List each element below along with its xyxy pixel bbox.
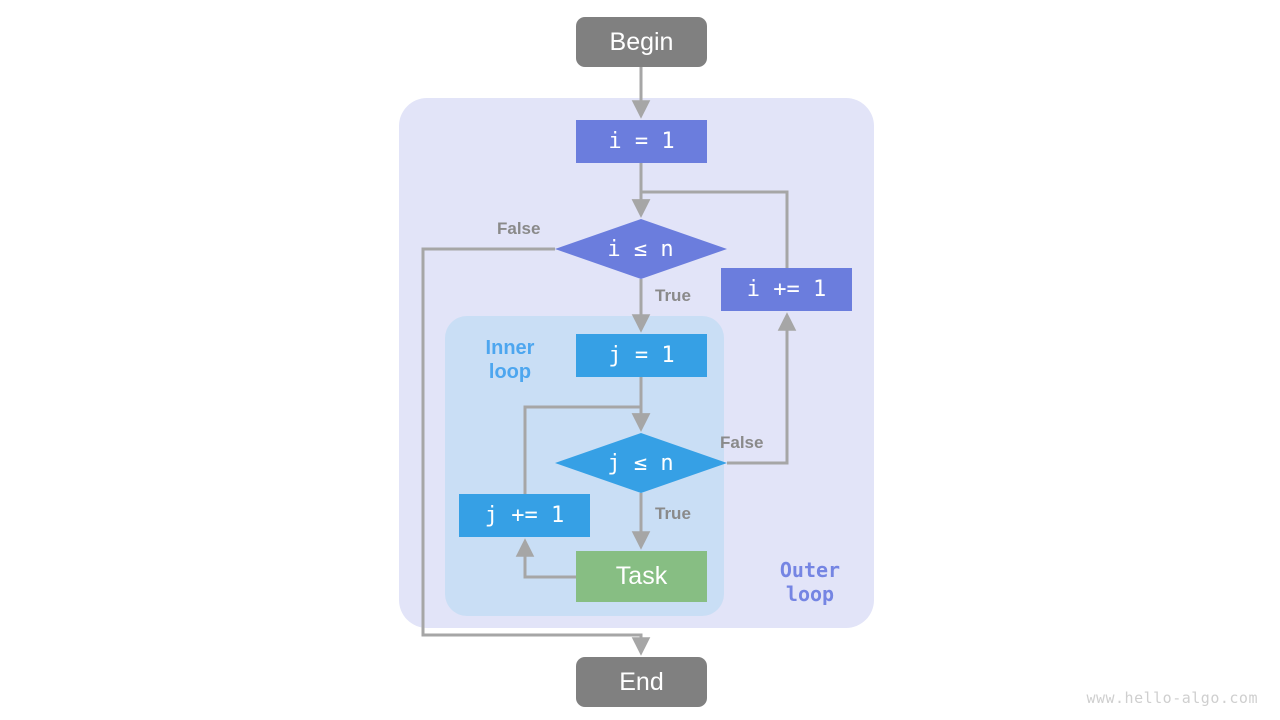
edge-label-j-true: True <box>655 504 691 523</box>
edge-label-i-false: False <box>497 219 541 238</box>
j-cond-node-shape[interactable] <box>555 433 727 493</box>
i-cond-node-shape[interactable] <box>555 219 727 279</box>
edge-i-cond-false-to-end <box>421 247 651 656</box>
task-node-shape[interactable] <box>576 551 707 602</box>
edge-j-cond-false-to-i-incr <box>727 312 797 465</box>
j-init-node-shape[interactable] <box>576 334 707 377</box>
i-init-node-shape[interactable] <box>576 120 707 163</box>
edge-label-j-false: False <box>720 433 764 452</box>
j-incr-node-shape[interactable] <box>459 494 590 537</box>
edge-j-incr-to-j-cond <box>523 405 651 494</box>
end-node-shape[interactable] <box>576 657 707 707</box>
edge-task-to-j-incr <box>515 538 576 579</box>
edge-label-i-true: True <box>655 286 691 305</box>
watermark-text: www.hello-algo.com <box>1086 689 1258 707</box>
edge-i-incr-to-i-cond <box>631 190 789 268</box>
inner-loop-group-label: Inner loop <box>485 337 535 384</box>
i-incr-node-shape[interactable] <box>721 268 852 311</box>
begin-node-shape[interactable] <box>576 17 707 67</box>
outer-loop-group-label: Outer loop <box>779 558 841 607</box>
